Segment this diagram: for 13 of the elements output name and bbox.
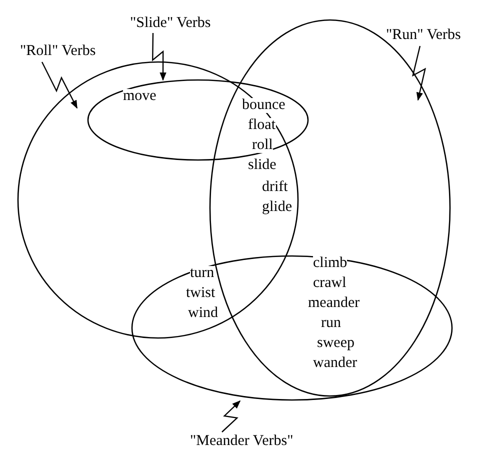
- verb-label: roll: [252, 138, 273, 153]
- set-label: "Meander Verbs": [190, 432, 294, 450]
- set-ellipse: [131, 255, 453, 401]
- set-label: "Slide" Verbs: [130, 14, 211, 32]
- set-ellipse: [17, 61, 299, 339]
- verb-label: glide: [262, 200, 292, 215]
- leader-arrow: [222, 400, 241, 432]
- set-label: "Roll" Verbs: [20, 42, 96, 60]
- verb-label: bounce: [242, 98, 286, 113]
- leader-arrow: [412, 46, 426, 101]
- set-label: "Run" Verbs: [386, 26, 461, 44]
- leader-arrow: [41, 62, 78, 109]
- leader-arrow: [152, 33, 166, 81]
